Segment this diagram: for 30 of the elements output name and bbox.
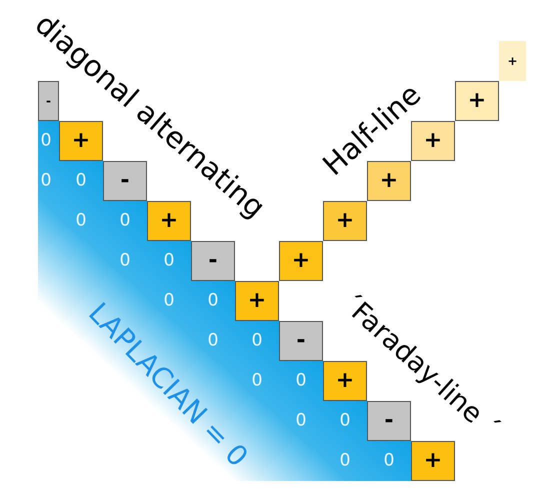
sign-cell: - — [279, 321, 323, 361]
sign-cell: - — [191, 241, 235, 281]
zero-value: 0 — [120, 252, 130, 270]
sign-cell: + — [411, 121, 455, 161]
sign-cell: - — [103, 161, 147, 201]
zero-value: 0 — [252, 372, 262, 390]
zero-value: 0 — [208, 292, 218, 310]
sign-cell: + — [323, 361, 367, 401]
zero-value: 0 — [40, 132, 52, 150]
zero-value: 0 — [384, 452, 394, 470]
zero-value: 0 — [340, 452, 350, 470]
zero-value: 0 — [296, 372, 306, 390]
sign-cell: + — [59, 121, 103, 161]
zero-value: 0 — [76, 172, 86, 190]
sign-cell: + — [411, 441, 455, 481]
sign-cell: + — [279, 241, 323, 281]
zero-value: 0 — [76, 212, 86, 230]
sign-cell: + — [323, 201, 367, 241]
zero-value: 0 — [296, 412, 306, 430]
zero-value: 0 — [208, 332, 218, 350]
zero-value: 0 — [340, 412, 350, 430]
sign-cell: + — [367, 161, 411, 201]
zero-value: 0 — [120, 212, 130, 230]
sign-cell: + — [235, 281, 279, 321]
zero-value: 0 — [40, 172, 52, 190]
sign-cell: - — [38, 81, 59, 121]
zero-value: 0 — [164, 252, 174, 270]
sign-cell: + — [499, 41, 526, 81]
zero-value: 0 — [252, 332, 262, 350]
sign-cell: + — [455, 81, 499, 121]
